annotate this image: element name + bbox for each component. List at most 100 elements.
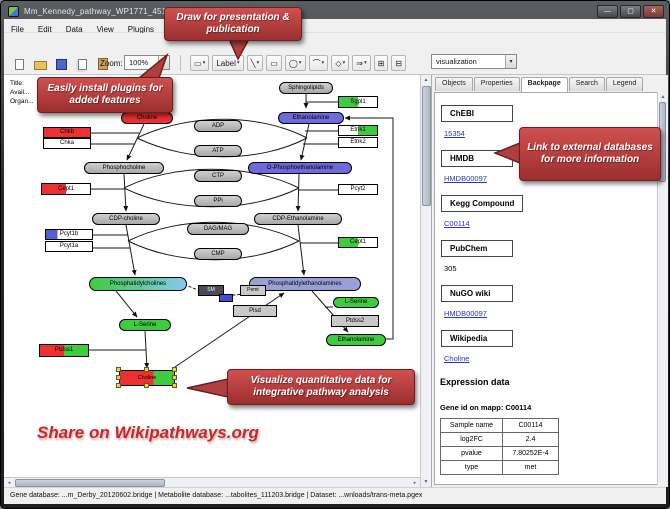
- node-phosphocholine[interactable]: Phosphocholine: [84, 162, 164, 174]
- scrollbar-thumb[interactable]: [15, 479, 165, 487]
- xref-link[interactable]: 15354: [444, 129, 465, 138]
- node-choline-top[interactable]: Choline: [121, 112, 173, 124]
- scroll-right-icon[interactable]: ▸: [413, 480, 417, 486]
- node-ptdss2[interactable]: Ptdss2: [331, 315, 379, 327]
- node-ppi[interactable]: PPi: [194, 195, 242, 207]
- scroll-down-icon[interactable]: ▼: [423, 479, 429, 485]
- minimize-button[interactable]: —: [597, 4, 618, 18]
- node-dag-mag[interactable]: DAG/MAG: [187, 223, 249, 235]
- tab-properties[interactable]: Properties: [473, 77, 520, 91]
- node-pemt[interactable]: Pemt: [240, 285, 266, 296]
- canvas-vertical-scrollbar[interactable]: ▲ ▼: [420, 75, 431, 487]
- chevron-down-icon: ▾: [363, 60, 367, 66]
- menu-edit[interactable]: Edit: [37, 25, 52, 34]
- scroll-up-icon[interactable]: ▲: [423, 77, 429, 83]
- menu-view[interactable]: View: [96, 25, 114, 34]
- scrollbar-thumb[interactable]: [422, 86, 431, 206]
- stack-tool[interactable]: ⊟: [391, 55, 407, 71]
- datanode-tool[interactable]: ▭▾: [190, 55, 210, 71]
- xref-link[interactable]: C00114: [444, 219, 470, 228]
- xref-link[interactable]: HMDB00097: [444, 174, 487, 183]
- close-button[interactable]: ✕: [643, 4, 664, 18]
- tab-backpage[interactable]: Backpage: [520, 77, 568, 92]
- menu-plugins[interactable]: Plugins: [127, 25, 155, 34]
- mim-tool[interactable]: ⇒▾: [352, 55, 371, 71]
- shape-tool[interactable]: ◇▾: [331, 55, 350, 71]
- node-pcyt2[interactable]: Pcyt2: [338, 184, 378, 195]
- selection-handle[interactable]: [172, 383, 177, 388]
- node-lserine-right[interactable]: L-Serine: [333, 297, 379, 308]
- node-etnk2[interactable]: Etnk2: [338, 137, 378, 148]
- pathway-edge: [123, 173, 129, 212]
- node-atp[interactable]: ATP: [194, 145, 242, 157]
- save-button[interactable]: [52, 55, 70, 73]
- pathway-edge: [127, 221, 300, 242]
- scroll-left-icon[interactable]: ◂: [7, 480, 11, 486]
- selection-handle[interactable]: [172, 375, 177, 380]
- node-ptdss1[interactable]: Ptdss1: [39, 344, 89, 357]
- scroll-up-icon[interactable]: ▲: [660, 94, 666, 100]
- label-tool[interactable]: Label▾: [212, 55, 244, 71]
- node-cdp-choline[interactable]: CDP-choline: [92, 213, 160, 225]
- canvas-horizontal-scrollbar[interactable]: ◂ ▸: [4, 477, 420, 487]
- pathway-edge: [125, 224, 137, 276]
- selection-handle[interactable]: [144, 383, 149, 388]
- new-file-button[interactable]: [10, 55, 28, 73]
- selection-handle[interactable]: [116, 375, 121, 380]
- node-o-phosphoethanolamine[interactable]: O-Phosphoethanolamine: [248, 162, 352, 174]
- chevron-down-icon[interactable]: ▾: [505, 55, 516, 68]
- tab-search[interactable]: Search: [568, 77, 605, 91]
- line-tool[interactable]: ╲▾: [246, 55, 264, 71]
- xref-link[interactable]: HMDB00097: [444, 309, 487, 318]
- node-cdp-ethanolamine[interactable]: CDP-Ethanolamine: [254, 213, 342, 225]
- node-ethanolamine-top[interactable]: Ethanolamine: [278, 112, 344, 124]
- node-cept1-left[interactable]: Cept1: [41, 183, 91, 195]
- maximize-button[interactable]: ▢: [620, 4, 641, 18]
- open-file-button[interactable]: [31, 55, 49, 73]
- node-phosphatidylcholines[interactable]: Phosphatidylcholines: [89, 277, 187, 291]
- node-pcyt1b[interactable]: Pcyt1b: [45, 229, 93, 240]
- tab-legend[interactable]: Legend: [605, 77, 644, 91]
- node-chkb[interactable]: Chkb: [43, 127, 91, 138]
- oval-tool[interactable]: ◯▾: [284, 55, 306, 71]
- node-choline-data[interactable]: Choline: [116, 367, 177, 388]
- expression-cell: C00114: [502, 418, 559, 433]
- node-adp[interactable]: ADP: [194, 120, 242, 132]
- rect-tool[interactable]: ▭: [266, 55, 282, 71]
- callout-link-databases: Link to external databases for more info…: [519, 127, 661, 181]
- selection-handle[interactable]: [144, 367, 149, 372]
- arc-tool-icon: ⌒: [312, 58, 321, 68]
- node-phosphatidylethanolamines[interactable]: Phosphatidylethanolamines: [249, 277, 361, 291]
- tab-objects[interactable]: Objects: [435, 77, 473, 91]
- align-tool[interactable]: ⊞: [373, 55, 389, 71]
- xref-link[interactable]: Choline: [444, 354, 470, 363]
- node-tiny-gene[interactable]: [219, 294, 233, 302]
- node-cmp[interactable]: CMP: [194, 248, 242, 260]
- node-etnk1[interactable]: Etnk1: [338, 125, 378, 136]
- node-sgpl1[interactable]: Sgpl1: [338, 96, 378, 108]
- arc-tool[interactable]: ⌒▾: [308, 55, 329, 71]
- node-ethanolamine-green[interactable]: Ethanolamine: [326, 334, 386, 346]
- selection-handle[interactable]: [116, 367, 121, 372]
- node-chka[interactable]: Chka: [43, 138, 91, 149]
- selection-handle[interactable]: [116, 383, 121, 388]
- selection-handle[interactable]: [172, 367, 177, 372]
- node-pisd[interactable]: Pisd: [233, 305, 277, 317]
- visualization-select[interactable]: visualization ▾: [431, 54, 517, 69]
- node-pcyt1a[interactable]: Pcyt1a: [45, 241, 93, 252]
- node-sphingolipids[interactable]: Sphingolipids: [279, 82, 333, 94]
- paste-button[interactable]: [94, 55, 112, 73]
- copy-button[interactable]: [73, 55, 91, 73]
- node-ctp[interactable]: CTP: [194, 170, 242, 182]
- node-lserine-left[interactable]: L-Serine: [119, 319, 171, 331]
- menu-file[interactable]: File: [11, 25, 24, 34]
- menu-data[interactable]: Data: [65, 25, 83, 34]
- copy-icon: [77, 58, 87, 70]
- node-cept1-right[interactable]: Cept1: [338, 237, 378, 248]
- node-sm[interactable]: SM: [198, 285, 224, 296]
- chevron-down-icon: ▾: [321, 60, 325, 66]
